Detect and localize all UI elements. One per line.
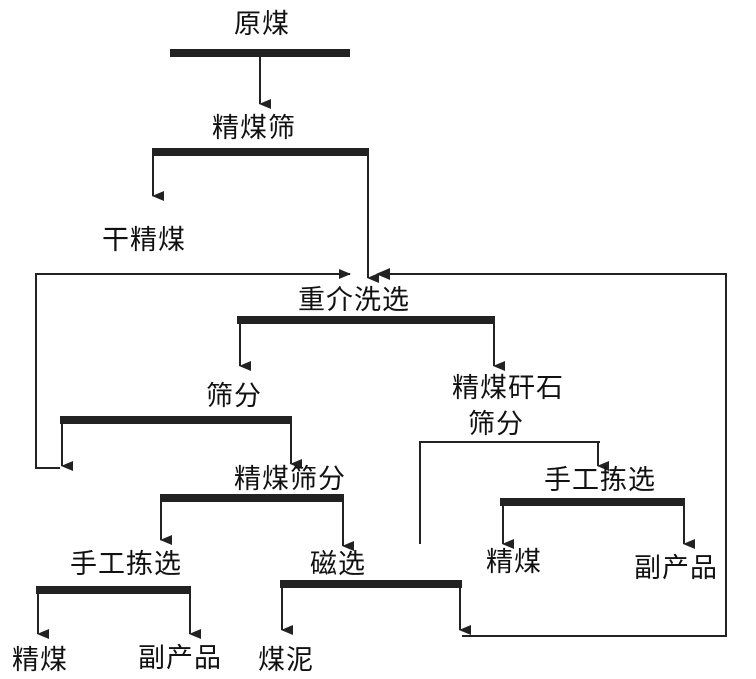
node-hand-picking-left: 手工拣选 bbox=[70, 549, 182, 580]
bar-hand-picking-left bbox=[36, 586, 191, 594]
node-byproduct-left: 副产品 bbox=[138, 643, 222, 674]
node-gangue-line1: 精煤矸石 bbox=[452, 373, 564, 404]
bar-fine-coal-screening bbox=[160, 494, 344, 502]
node-hand-picking-right: 手工拣选 bbox=[544, 465, 656, 496]
arrow-gangue-to-magnetic bbox=[419, 441, 600, 544]
node-byproduct-right: 副产品 bbox=[634, 553, 718, 584]
bar-screening bbox=[60, 416, 292, 424]
node-coal-slime: 煤泥 bbox=[258, 645, 314, 676]
bar-raw-coal bbox=[170, 49, 350, 57]
bar-magnetic bbox=[280, 580, 462, 588]
node-dry-fine-coal: 干精煤 bbox=[102, 225, 186, 256]
node-magnetic-separation: 磁选 bbox=[310, 549, 366, 580]
recycle-right-loop bbox=[388, 273, 727, 637]
node-fine-coal-screen: 精煤筛 bbox=[212, 113, 296, 144]
bar-fine-coal-screen bbox=[152, 148, 369, 156]
recycle-right-arrowhead bbox=[376, 268, 390, 280]
node-fine-coal-screening: 精煤筛分 bbox=[234, 464, 346, 495]
node-fine-coal-right: 精煤 bbox=[486, 547, 542, 578]
node-fine-coal-left: 精煤 bbox=[12, 645, 68, 676]
node-screening: 筛分 bbox=[206, 381, 262, 412]
bar-hand-picking-right bbox=[500, 498, 685, 506]
bar-dense-medium bbox=[237, 316, 495, 324]
node-gangue-line2: 筛分 bbox=[468, 409, 524, 440]
node-dense-medium-wash: 重介洗选 bbox=[298, 285, 410, 316]
node-raw-coal: 原煤 bbox=[234, 9, 290, 40]
recycle-left-loop bbox=[35, 269, 351, 469]
